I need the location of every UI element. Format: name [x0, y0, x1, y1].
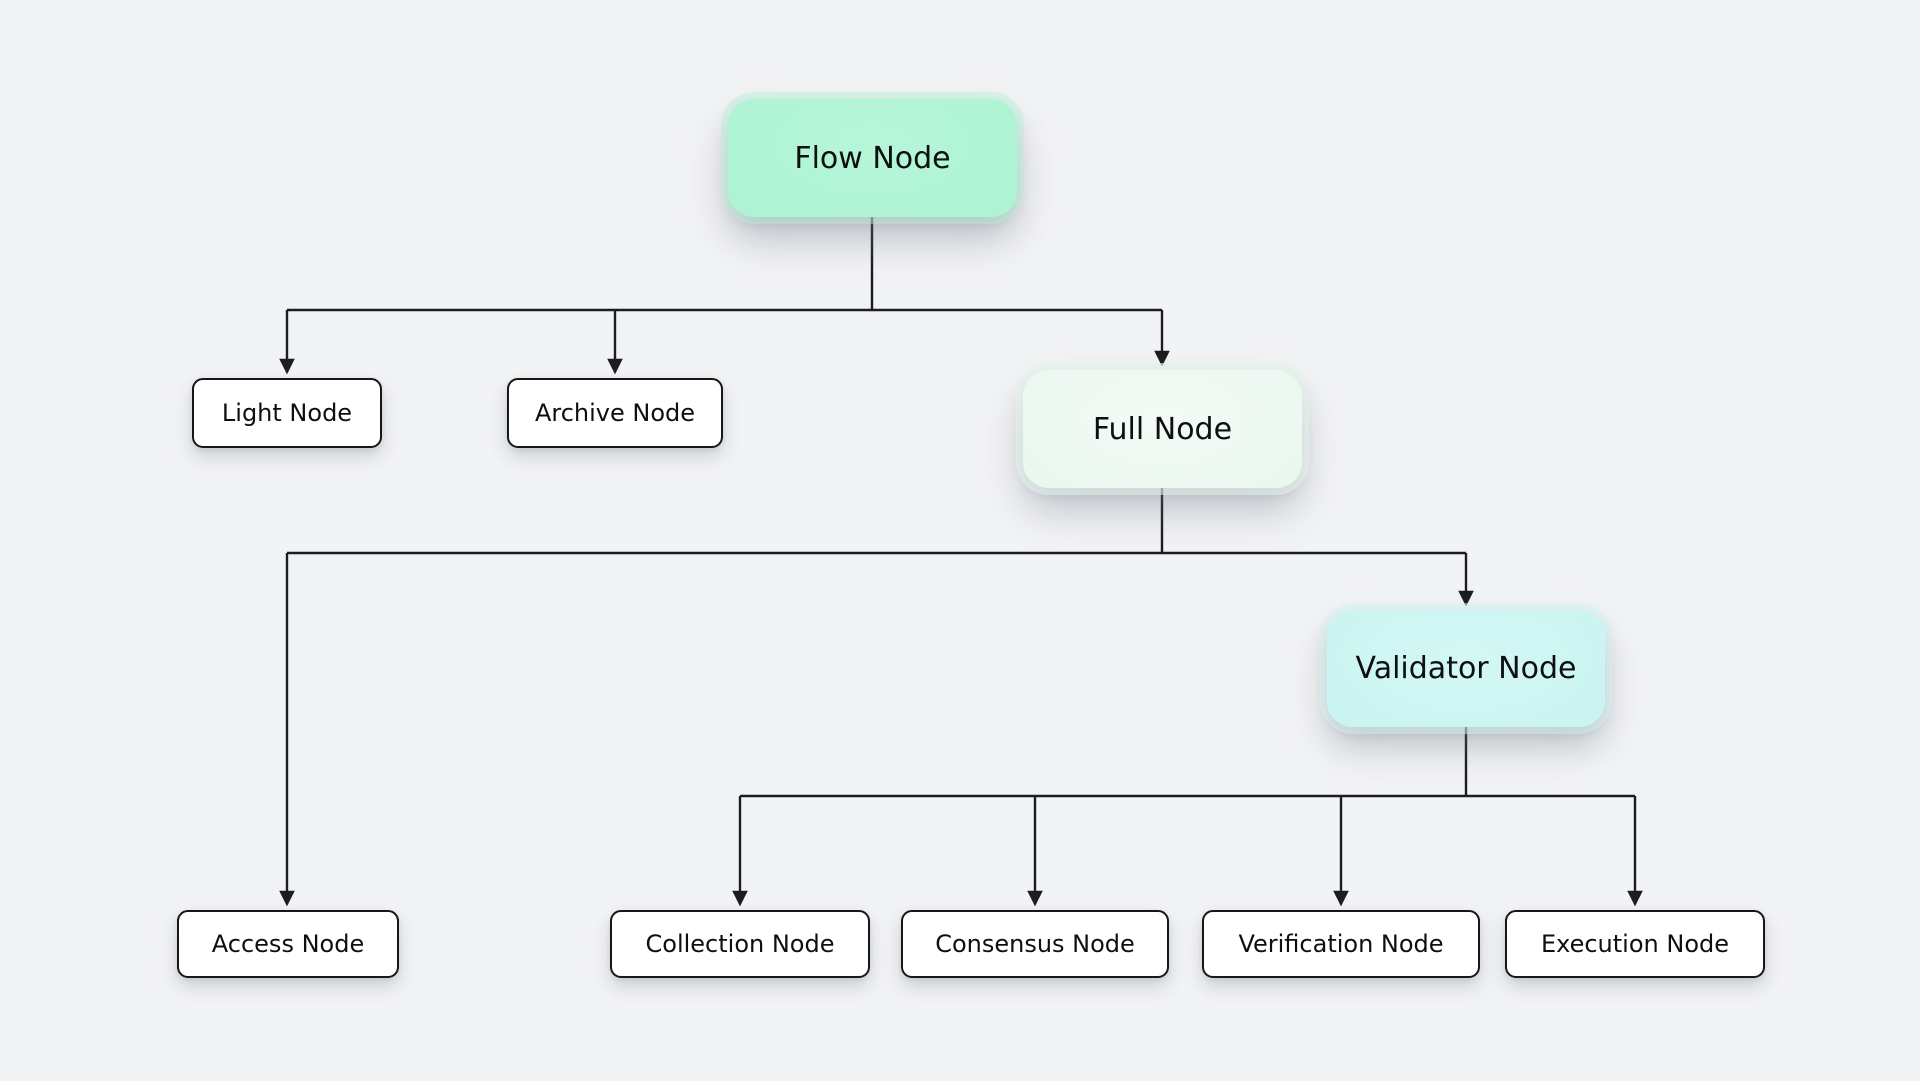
node-access-node: Access Node	[177, 910, 399, 978]
node-verification-node: Verification Node	[1202, 910, 1480, 978]
node-validator-node: Validator Node	[1327, 610, 1605, 727]
node-collection-node: Collection Node	[610, 910, 870, 978]
node-execution-node: Execution Node	[1505, 910, 1765, 978]
node-full-node: Full Node	[1023, 370, 1302, 488]
node-flow-node: Flow Node	[728, 99, 1017, 217]
node-archive-node: Archive Node	[507, 378, 723, 448]
node-light-node: Light Node	[192, 378, 382, 448]
node-consensus-node: Consensus Node	[901, 910, 1169, 978]
